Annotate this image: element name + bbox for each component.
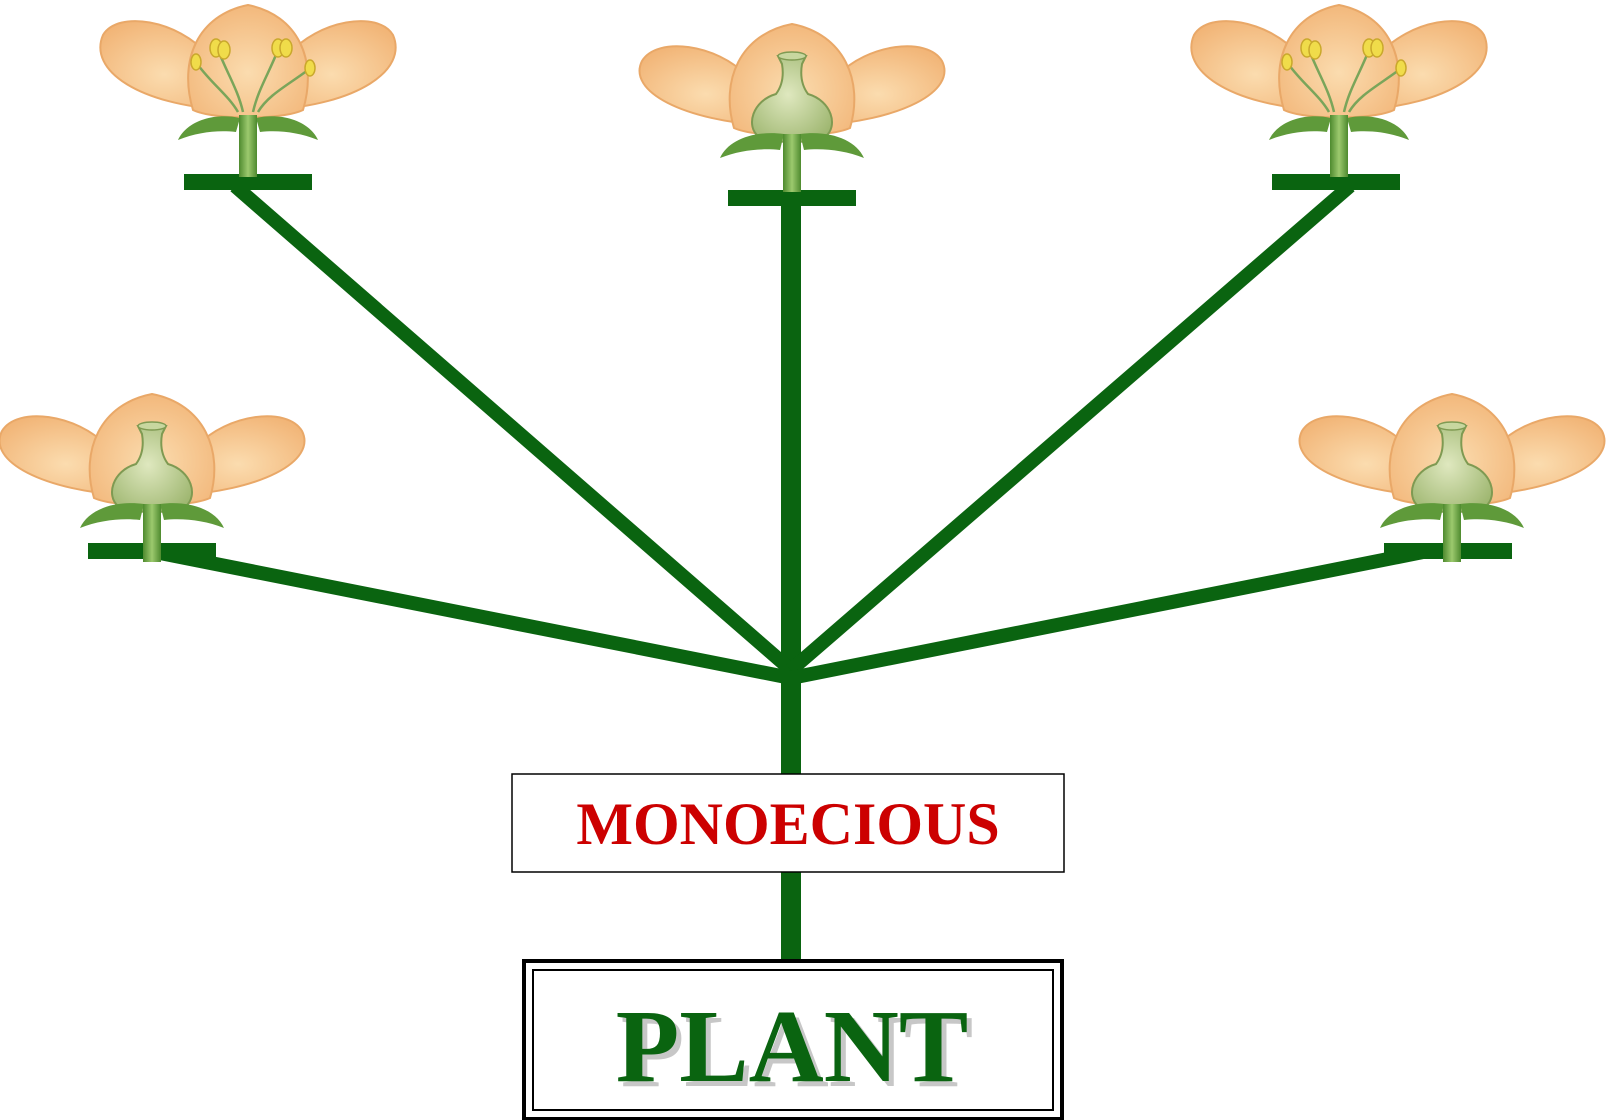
branch-top-left xyxy=(235,186,791,670)
flower-stalk xyxy=(239,115,257,177)
monoecious-label-box: MONOECIOUS xyxy=(512,774,1064,872)
monoecious-label: MONOECIOUS xyxy=(576,791,999,857)
pistil-flower-icon xyxy=(1300,394,1605,562)
stamen-flower-icon xyxy=(100,5,395,177)
crossbar-top-center xyxy=(728,190,856,206)
branch-top-right xyxy=(791,186,1350,670)
petals xyxy=(100,5,395,118)
branch-middle-left xyxy=(150,551,791,678)
plant-label: PLANT xyxy=(616,989,968,1104)
flower-stalk xyxy=(783,134,801,192)
branch-middle-right xyxy=(791,551,1428,678)
stamen-flower-icon xyxy=(1191,5,1486,177)
plant-label-box: PLANT PLANT xyxy=(524,961,1062,1119)
pistil-flower-icon xyxy=(640,24,945,192)
pistil-flower-icon xyxy=(0,394,304,562)
